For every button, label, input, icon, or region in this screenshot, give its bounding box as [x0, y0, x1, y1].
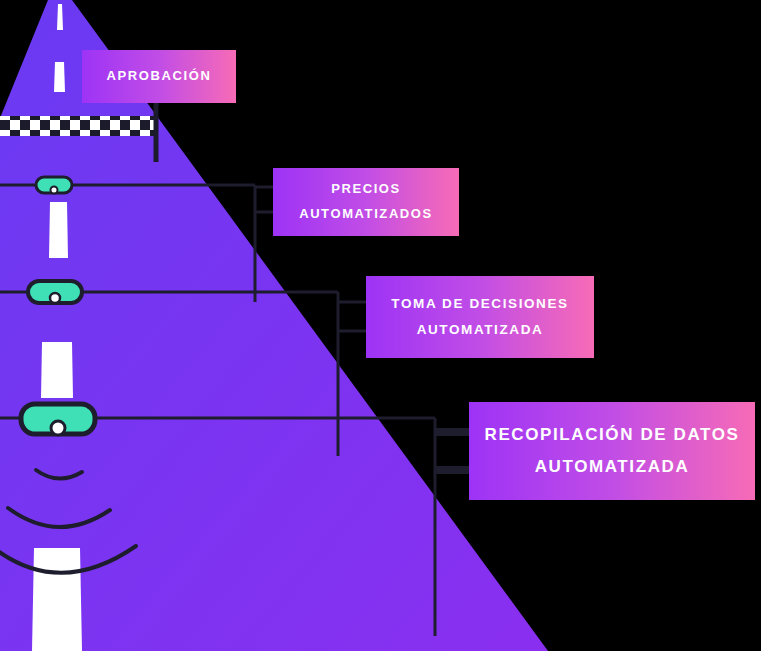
box-label: RECOPILACIÓN DE DATOS AUTOMATIZADA [481, 419, 743, 484]
camera-icons [21, 177, 95, 435]
label-box: TOMA DE DECISIONES AUTOMATIZADA [366, 276, 594, 358]
box-label: APROBACIÓN [107, 64, 212, 89]
finish-line [0, 116, 156, 136]
label-box: PRECIOS AUTOMATIZADOS [273, 168, 459, 236]
box-label: TOMA DE DECISIONES AUTOMATIZADA [378, 291, 582, 342]
road-dashes [32, 4, 82, 651]
label-box: APROBACIÓN [82, 50, 236, 103]
leader-lines [0, 185, 469, 636]
signal-waves [0, 470, 136, 573]
label-box: RECOPILACIÓN DE DATOS AUTOMATIZADA [469, 402, 755, 500]
box-label: PRECIOS AUTOMATIZADOS [283, 177, 449, 226]
